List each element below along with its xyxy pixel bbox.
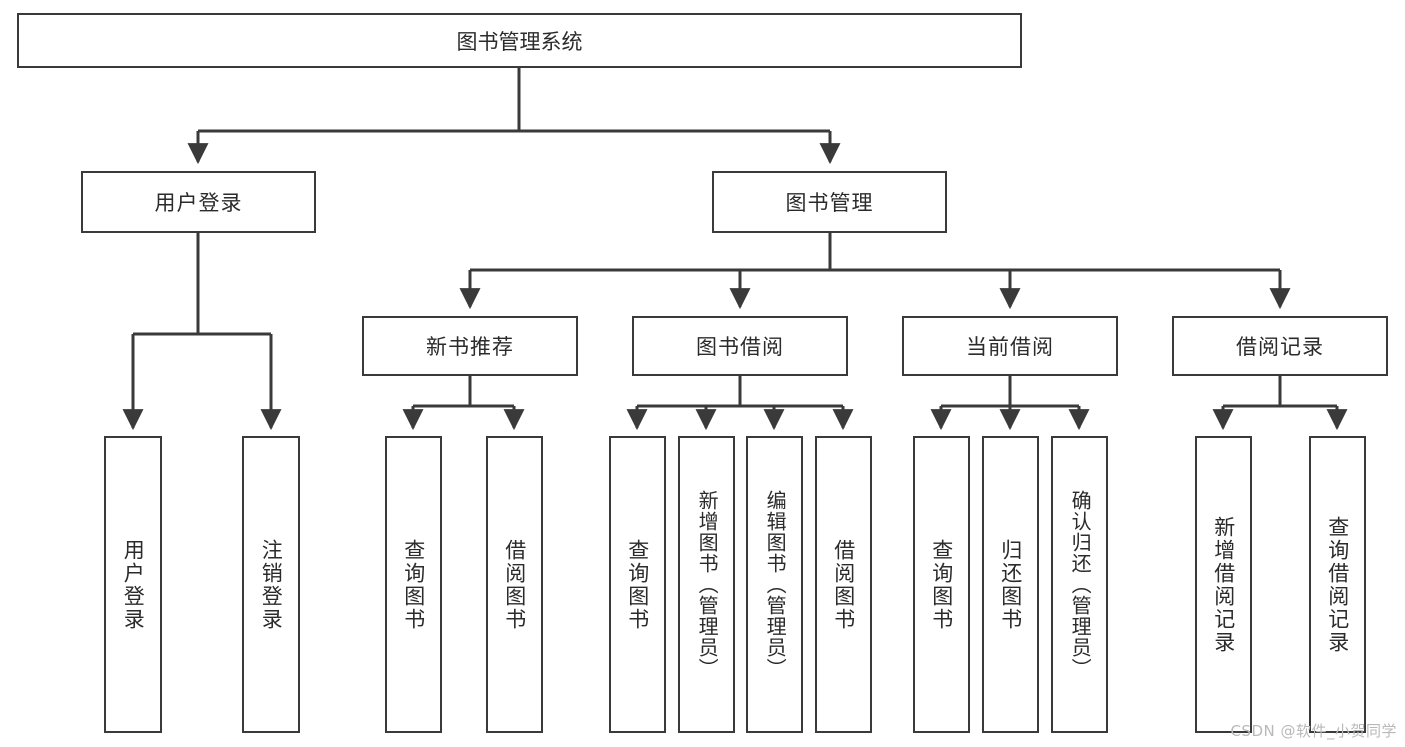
leaf-label: 编辑图书（管理员） — [763, 490, 788, 679]
leaf-book-borrow-add[interactable]: 新增图书（管理员） — [678, 436, 735, 733]
leaf-book-borrow-borrow[interactable]: 借阅图书 — [815, 436, 872, 733]
node-borrow-record-label: 借阅记录 — [1236, 335, 1324, 359]
node-book-management[interactable]: 图书管理 — [712, 171, 947, 233]
leaf-label: 新增借阅记录 — [1211, 515, 1236, 654]
leaf-label: 归还图书 — [998, 538, 1023, 631]
node-book-management-label: 图书管理 — [785, 191, 874, 215]
leaf-label: 借阅图书 — [502, 538, 527, 631]
leaf-new-book-borrow[interactable]: 借阅图书 — [486, 436, 543, 733]
leaf-current-borrow-return[interactable]: 归还图书 — [982, 436, 1039, 733]
leaf-label: 确认归还（管理员） — [1068, 490, 1093, 679]
leaf-book-borrow-query[interactable]: 查询图书 — [609, 436, 666, 733]
node-current-borrow-label: 当前借阅 — [966, 335, 1054, 359]
watermark: CSDN @软件_小贺同学 — [1230, 722, 1397, 740]
leaf-label: 用户登录 — [121, 538, 146, 631]
leaf-label: 新增图书（管理员） — [695, 490, 720, 679]
leaf-book-borrow-edit[interactable]: 编辑图书（管理员） — [746, 436, 803, 733]
node-user-login[interactable]: 用户登录 — [81, 171, 316, 233]
leaf-label: 查询图书 — [625, 538, 650, 631]
node-book-borrow-label: 图书借阅 — [696, 335, 784, 359]
node-root[interactable]: 图书管理系统 — [17, 13, 1022, 68]
leaf-current-borrow-query[interactable]: 查询图书 — [913, 436, 970, 733]
node-new-book-recommend[interactable]: 新书推荐 — [362, 316, 578, 376]
leaf-borrow-record-add[interactable]: 新增借阅记录 — [1195, 436, 1252, 733]
node-borrow-record[interactable]: 借阅记录 — [1172, 316, 1388, 376]
leaf-label: 借阅图书 — [831, 538, 856, 631]
node-book-borrow[interactable]: 图书借阅 — [632, 316, 848, 376]
leaf-new-book-query[interactable]: 查询图书 — [385, 436, 442, 733]
leaf-label: 查询借阅记录 — [1325, 515, 1350, 654]
node-current-borrow[interactable]: 当前借阅 — [902, 316, 1118, 376]
node-new-book-recommend-label: 新书推荐 — [426, 335, 514, 359]
leaf-current-borrow-confirm[interactable]: 确认归还（管理员） — [1051, 436, 1108, 733]
node-user-login-label: 用户登录 — [154, 191, 243, 215]
leaf-borrow-record-query[interactable]: 查询借阅记录 — [1309, 436, 1366, 733]
leaf-user-login-login[interactable]: 用户登录 — [104, 436, 162, 733]
leaf-label: 查询图书 — [929, 538, 954, 631]
leaf-user-login-logout[interactable]: 注销登录 — [242, 436, 300, 733]
leaf-label: 注销登录 — [259, 538, 284, 631]
leaf-label: 查询图书 — [401, 538, 426, 631]
node-root-label: 图书管理系统 — [456, 29, 583, 54]
